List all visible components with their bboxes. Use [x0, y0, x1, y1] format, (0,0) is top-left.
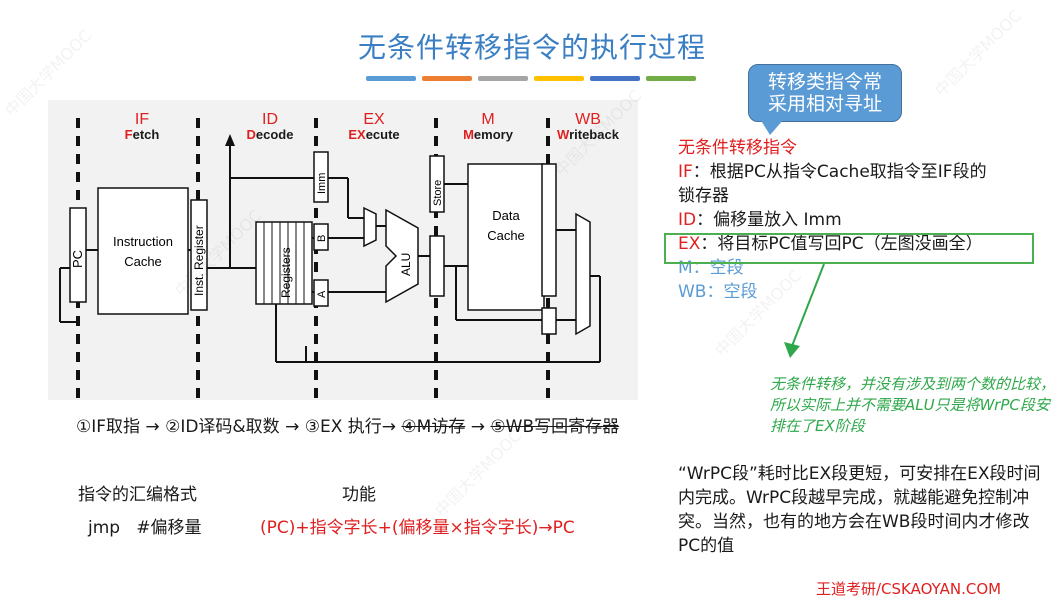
slide-title: 无条件转移指令的执行过程: [357, 31, 706, 64]
data-cache-label-1: Data: [492, 208, 520, 223]
data-cache: [467, 163, 545, 311]
callout-bubble: 转移类指令常 采用相对寻址: [748, 64, 902, 122]
function-value: (PC)+指令字长+(偏移量×指令字长)→PC: [260, 518, 575, 538]
memory-wb-latch: [541, 163, 557, 297]
title-bar-3: [534, 76, 584, 81]
wire-arrowhead: [225, 134, 235, 146]
data-cache-label-2: Cache: [487, 228, 525, 243]
watermark: 中国大学MOOC: [431, 425, 526, 521]
instruction-cache: [97, 187, 189, 315]
pipeline-diagram: IF Fetch ID Decode EX EXecute M Memory W…: [48, 100, 638, 400]
format-header: 指令的汇编格式: [78, 485, 197, 505]
alu-input-mux: [363, 206, 377, 248]
side-wb-line: WB：空段: [678, 282, 758, 302]
stage-ex-code: EX: [363, 111, 385, 128]
pipeline-steps: ①IF取指 → ②ID译码&取数 → ③EX 执行→ ④M访存 → ⑤WB写回寄…: [76, 412, 619, 437]
datapath-wires: [59, 140, 601, 363]
format-value: jmp #偏移量: [88, 518, 202, 538]
title-bar-5: [646, 76, 696, 81]
alu-label: ALU: [399, 253, 413, 276]
side-if-line: IF：根据PC从指令Cache取指令至IF段的: [678, 162, 987, 182]
instruction-register-label: Inst. Register: [192, 225, 206, 296]
callout-tail: [760, 119, 784, 135]
callout-text: 转移类指令常 采用相对寻址: [767, 71, 882, 115]
stage-m-label: Memory: [463, 127, 514, 142]
footer-brand: 王道考研/CSKAOYAN.COM: [816, 580, 1002, 598]
green-note: 无条件转移，并没有涉及到两个数的比较，所以实际上并不需要ALU只是将WrPC段安…: [770, 375, 1056, 435]
stage-id-label: Decode: [247, 127, 294, 142]
steps-part-m: ④M访存: [401, 417, 466, 437]
stage-if-code: IF: [135, 111, 149, 128]
register-file: [255, 221, 313, 305]
function-header: 功能: [342, 485, 376, 505]
side-if-line-2: 锁存器: [678, 186, 729, 206]
a-label: A: [316, 290, 328, 298]
stage-separators: [76, 118, 550, 400]
imm-label: Imm: [316, 173, 328, 194]
stage-ex-label: EXecute: [348, 127, 399, 142]
title-bar-2: [478, 76, 528, 81]
steps-part-1: ①IF取指 → ②ID译码&取数 → ③EX 执行→: [76, 417, 402, 437]
green-arrow: [784, 263, 825, 358]
writeback-mux: [575, 212, 591, 336]
pc-label: PC: [70, 250, 85, 268]
instruction-cache-label-1: Instruction: [113, 234, 173, 249]
ex-highlight-box: [664, 233, 1034, 264]
title-bar-1: [422, 76, 472, 81]
b-label: B: [316, 235, 328, 242]
title-bar-0: [366, 76, 416, 81]
stage-wb-code: WB: [575, 111, 601, 128]
alu-unit: [385, 208, 419, 304]
side-ex-line: EX：将目标PC值写回PC（左图没画全）: [678, 234, 983, 254]
title-underline-bars: [366, 76, 696, 81]
register-file-label: Registers: [279, 247, 293, 298]
instruction-register: [190, 199, 208, 311]
wrpc-paragraph: “WrPC段”耗时比EX段更短，可安排在EX段时间内完成。WrPC段越早完成，就…: [678, 464, 1041, 556]
title-bar-4: [590, 76, 640, 81]
side-heading: 无条件转移指令: [678, 138, 797, 158]
bypass-latch: [541, 307, 557, 335]
stage-m-code: M: [481, 111, 494, 128]
side-id-line: ID：偏移量放入 Imm: [678, 210, 842, 230]
stage-wb-label: Writeback: [557, 127, 620, 142]
stage-if-label: Fetch: [125, 127, 160, 142]
steps-part-arrow: →: [465, 417, 491, 437]
stage-id-code: ID: [262, 111, 278, 128]
alu-result-latch: [429, 235, 445, 297]
instruction-cache-label-2: Cache: [124, 254, 162, 269]
pc-register: [69, 207, 87, 303]
steps-part-wb: ⑤WB写回寄存器: [490, 417, 620, 437]
right-explanation: 无条件转移指令 IF：根据PC从指令Cache取指令至IF段的 锁存器 ID：偏…: [678, 136, 1058, 304]
store-label: Store: [432, 180, 444, 206]
